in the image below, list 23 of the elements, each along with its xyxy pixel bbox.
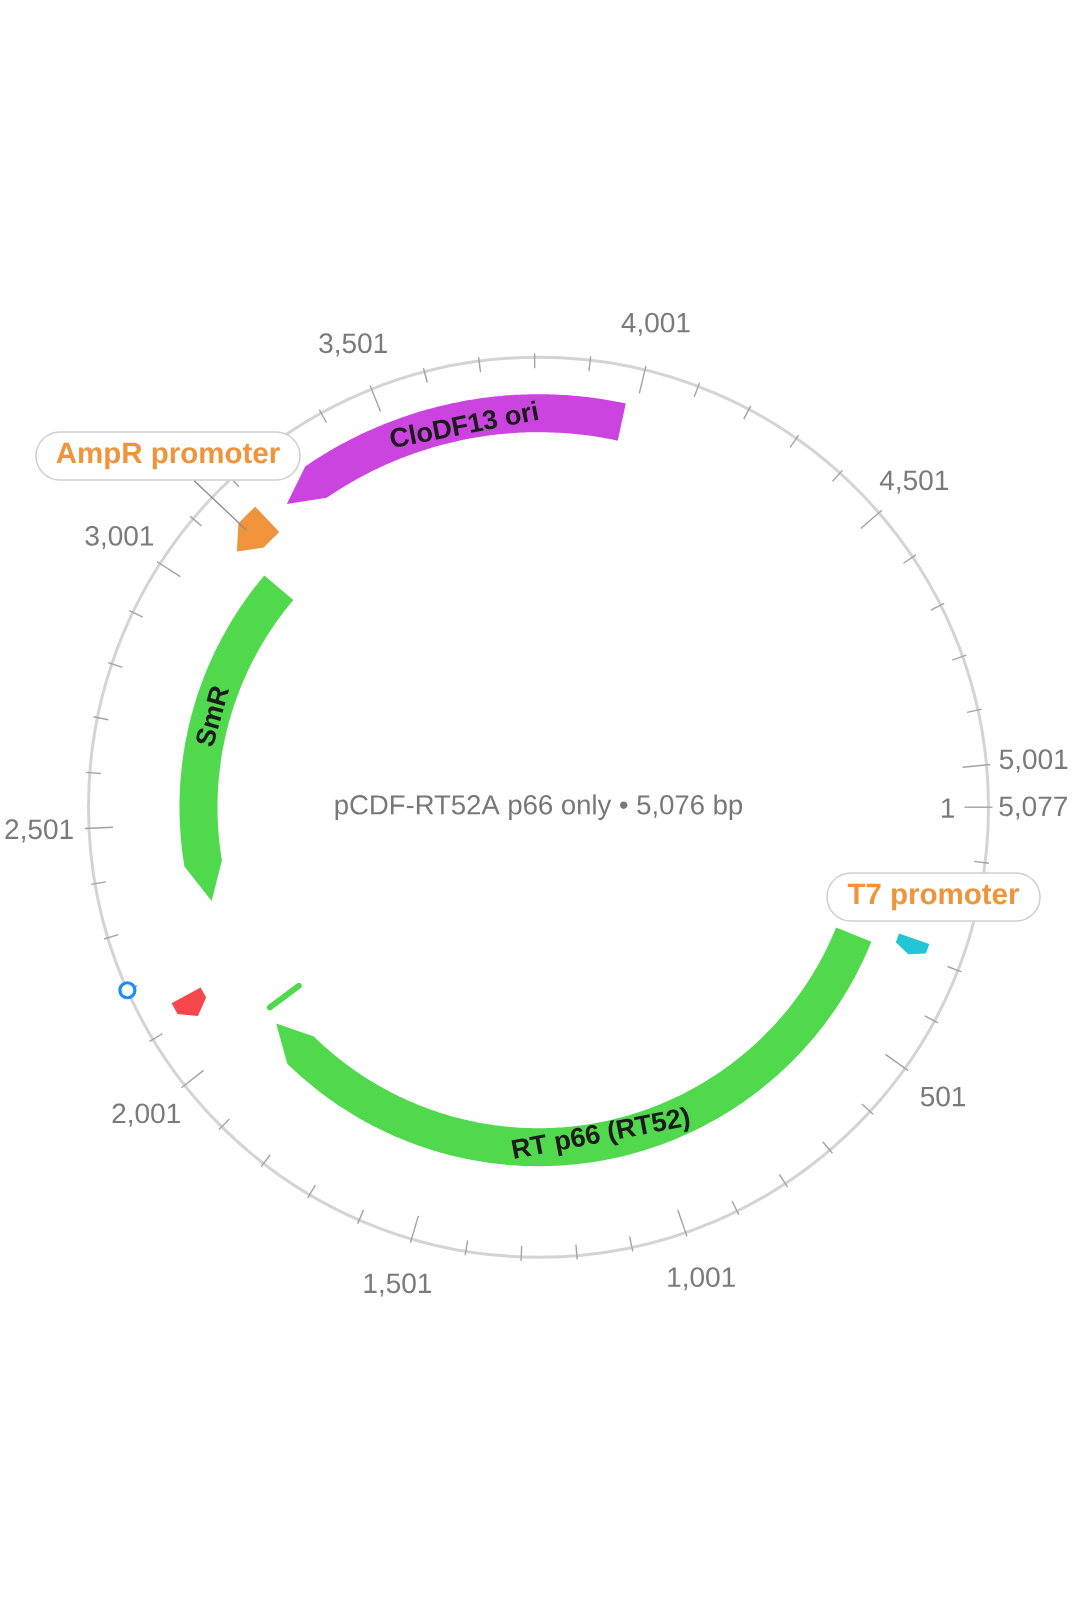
feature-arc	[236, 506, 280, 552]
position-label: 1,001	[668, 1267, 735, 1291]
feature-arc: RT p66 (RT52)	[276, 927, 872, 1167]
position-label: 5,077	[999, 796, 1067, 820]
feature-bar	[266, 982, 302, 1011]
callout-label: AmpR promoter	[35, 431, 301, 481]
feature-arc: SmR	[179, 575, 294, 901]
position-label: 1,501	[364, 1273, 432, 1297]
position-label: 501	[920, 1086, 966, 1107]
position-label: 2,001	[112, 1103, 180, 1127]
position-label: 4,501	[879, 470, 948, 494]
position-label: 3,001	[85, 525, 154, 550]
center-title: pCDF-RT52A p66 only • 5,076 bp	[335, 794, 743, 821]
feature-arc	[895, 933, 930, 955]
feature-arc: CloDF13 ori	[286, 394, 626, 505]
position-label: 4,001	[621, 312, 690, 336]
position-label: 1	[941, 798, 954, 818]
position-label: 2,501	[5, 819, 73, 843]
callout-label: T7 promoter	[826, 872, 1041, 922]
feature-arc	[171, 987, 207, 1016]
position-label: 3,501	[319, 333, 387, 357]
position-label: 5,001	[999, 749, 1068, 773]
leader-line	[193, 480, 247, 531]
